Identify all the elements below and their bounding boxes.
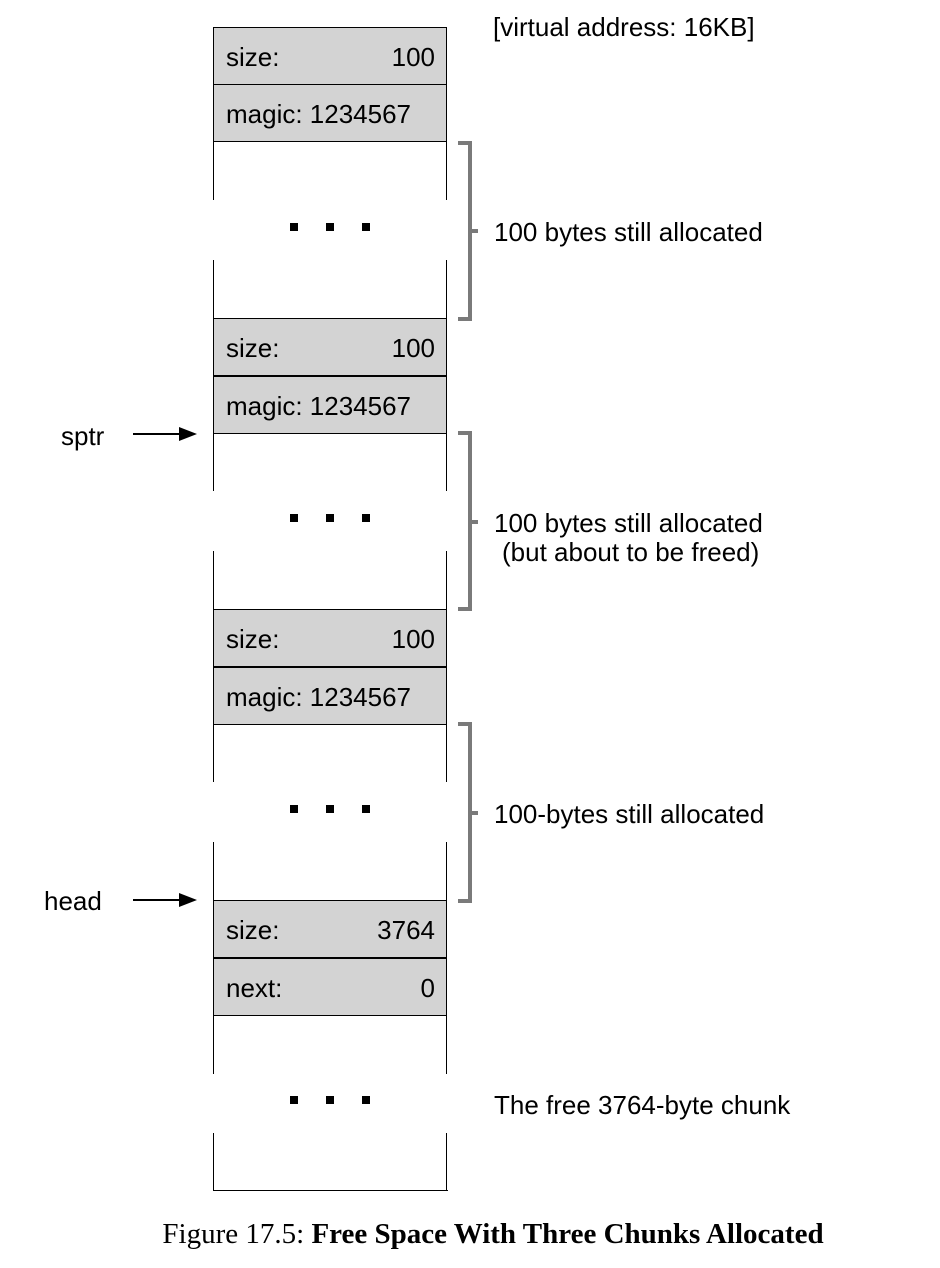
chunk2-right-wall-lower (446, 551, 447, 609)
figure-caption-prefix: Figure 17.5: (162, 1218, 312, 1250)
free-chunk-next-value: 0 (420, 973, 435, 1003)
chunk1-magic-header: magic: 1234567 (213, 84, 447, 142)
free-chunk-left-wall-lower (213, 1133, 214, 1191)
chunk1-size-value: 100 (391, 42, 435, 72)
free-chunk-size-value: 3764 (377, 915, 435, 945)
chunk3-magic-header: magic: 1234567 (213, 667, 447, 725)
chunk2-size-header: size: 100 (213, 318, 447, 376)
chunk2-note-line2: (but about to be freed) (502, 537, 760, 567)
chunk1-left-wall-lower (213, 260, 214, 318)
chunk1-right-wall-lower (446, 260, 447, 318)
chunk3-size-label: size: (226, 624, 280, 654)
free-chunk-note: The free 3764-byte chunk (494, 1090, 791, 1120)
chunk2-right-wall-upper (446, 433, 447, 491)
chunk2-left-wall-lower (213, 551, 214, 609)
free-chunk-ellipsis (288, 1096, 372, 1105)
chunk3-size-header: size: 100 (213, 609, 447, 667)
figure-caption: Figure 17.5: Free Space With Three Chunk… (0, 1218, 940, 1251)
chunk2-ellipsis (288, 514, 372, 523)
sptr-arrow-icon (133, 427, 197, 441)
chunk3-note: 100-bytes still allocated (494, 799, 765, 829)
chunk2-left-wall-upper (213, 433, 214, 491)
free-chunk-left-wall-upper (213, 1016, 214, 1074)
free-chunk-bottom-edge (213, 1190, 448, 1191)
free-chunk-next-label: next: (226, 973, 283, 1003)
chunk1-left-wall-upper (213, 142, 214, 200)
chunk1-size-header: size: 100 (213, 27, 447, 85)
chunk1-right-wall-upper (446, 142, 447, 200)
virtual-address-label: [virtual address: 16KB] (493, 12, 755, 42)
chunk3-ellipsis (288, 805, 372, 814)
chunk3-magic-label: magic: 1234567 (226, 682, 412, 712)
chunk2-magic-header: magic: 1234567 (213, 376, 447, 434)
chunk3-left-wall-upper (213, 724, 214, 782)
head-label: head (44, 886, 102, 916)
free-chunk-size-header: size: 3764 (213, 900, 447, 958)
chunk1-note: 100 bytes still allocated (494, 217, 763, 247)
free-chunk-size-label: size: (226, 915, 280, 945)
chunk2-brace (458, 431, 478, 611)
chunk1-brace (458, 141, 478, 321)
chunk1-size-label: size: (226, 42, 280, 72)
chunk1-ellipsis (288, 223, 372, 232)
chunk3-brace (458, 722, 478, 903)
head-arrow-icon (133, 893, 197, 907)
chunk2-size-label: size: (226, 333, 280, 363)
chunk2-note-line1: 100 bytes still allocated (494, 508, 763, 538)
chunk2-size-value: 100 (391, 333, 435, 363)
chunk3-left-wall-lower (213, 842, 214, 900)
sptr-label: sptr (61, 421, 105, 451)
chunk3-right-wall-lower (446, 842, 447, 900)
free-chunk-right-wall-upper (446, 1016, 447, 1074)
figure-caption-title: Free Space With Three Chunks Allocated (311, 1218, 824, 1250)
free-chunk-next-header: next: 0 (213, 958, 447, 1016)
free-chunk-right-wall-lower (446, 1133, 447, 1191)
chunk1-magic-label: magic: 1234567 (226, 99, 412, 129)
chunk3-size-value: 100 (391, 624, 435, 654)
chunk3-right-wall-upper (446, 724, 447, 782)
chunk2-magic-label: magic: 1234567 (226, 391, 412, 421)
